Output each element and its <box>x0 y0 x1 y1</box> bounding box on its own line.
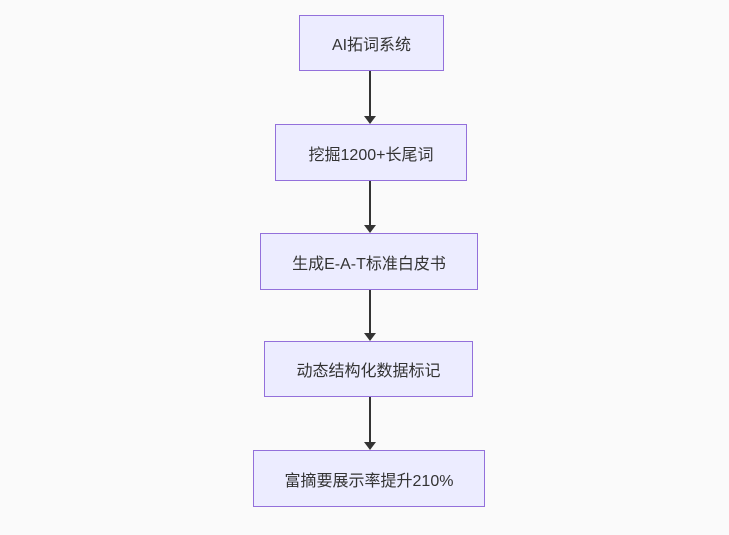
flow-arrow-4 <box>364 397 376 450</box>
node-label: 动态结构化数据标记 <box>296 363 441 380</box>
flow-node-longtail-keywords: 挖掘1200+长尾词 <box>275 124 467 181</box>
flow-arrow-3 <box>364 290 376 341</box>
flow-arrow-1 <box>364 71 376 124</box>
node-label: 富摘要展示率提升210% <box>284 472 454 490</box>
flow-node-ai-word-expansion-system: AI拓词系统 <box>299 15 444 71</box>
arrow-down-icon <box>364 225 376 233</box>
flow-node-structured-data-markup: 动态结构化数据标记 <box>264 341 473 397</box>
arrow-down-icon <box>364 442 376 450</box>
node-label: 生成E-A-T标准白皮书 <box>292 255 446 273</box>
arrow-down-icon <box>364 333 376 341</box>
flow-arrow-2 <box>364 181 376 233</box>
node-label: 挖掘1200+长尾词 <box>308 146 434 164</box>
flow-node-eat-whitepaper: 生成E-A-T标准白皮书 <box>260 233 478 290</box>
node-label: AI拓词系统 <box>331 37 412 54</box>
arrow-down-icon <box>364 116 376 124</box>
flow-node-rich-snippet-rate: 富摘要展示率提升210% <box>253 450 485 507</box>
